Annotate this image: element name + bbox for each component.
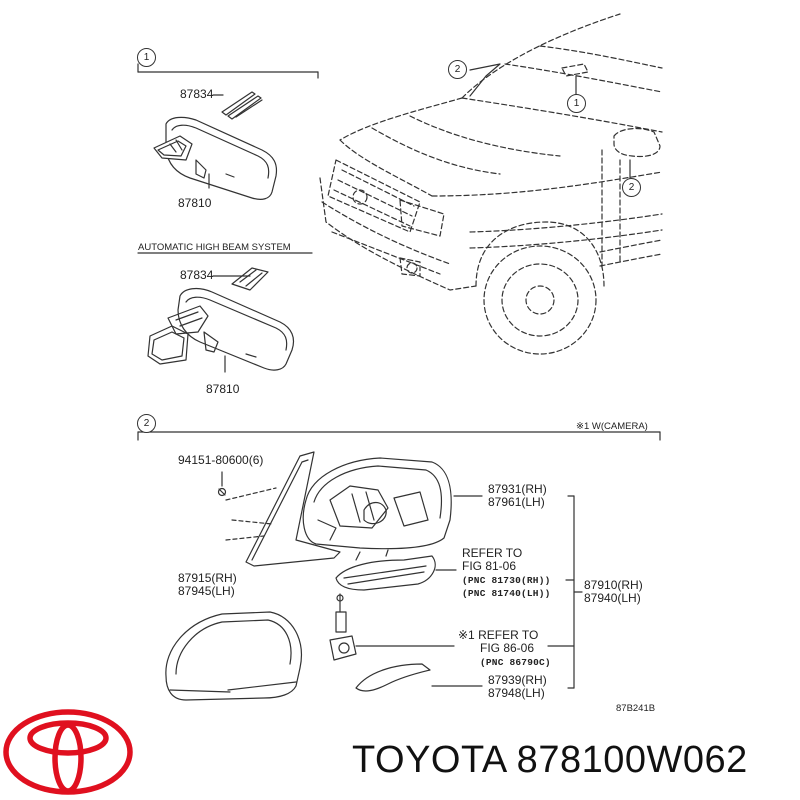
assembly-lh-part-number: 87940(LH) xyxy=(584,591,641,605)
turn-signal-lamp-part xyxy=(335,549,457,591)
assembly-rh-part-number: 87910(RH) xyxy=(584,578,643,592)
part-number-87834-2: 87834 xyxy=(180,268,214,282)
section1-bracket-line xyxy=(137,63,319,79)
brand-part-title: TOYOTA 878100W062 xyxy=(352,739,748,781)
camera-refer-to: ※1 REFER TO xyxy=(458,628,539,642)
part-number-87810-2: 87810 xyxy=(206,382,240,396)
camera-mirror-part xyxy=(147,287,295,373)
camera-refer-pnc: (PNC 86790C) xyxy=(480,657,551,668)
toyota-logo-icon xyxy=(3,709,133,795)
screw-part xyxy=(217,471,227,497)
cover-lh-part-number: 87945(LH) xyxy=(178,584,235,598)
vehicle-badge-side: 2 xyxy=(622,178,641,197)
lower-garnish-part xyxy=(355,663,483,692)
vehicle-leaders xyxy=(469,63,631,179)
screw-part-number: 94151-80600(6) xyxy=(178,453,264,467)
glass-rh-part-number: 87931(RH) xyxy=(488,482,547,496)
mirror-cover-part xyxy=(165,611,302,701)
mirror-glass-part xyxy=(225,451,341,567)
vehicle-badge-mirror: 2 xyxy=(448,60,467,79)
cover-rh-part-number: 87915(RH) xyxy=(178,571,237,585)
assembly-bracket xyxy=(547,495,583,689)
lamp-refer-pnc-rh: (PNC 81730(RH)) xyxy=(462,575,551,586)
section2-badge: 2 xyxy=(137,414,156,433)
section1-subtitle: AUTOMATIC HIGH BEAM SYSTEM xyxy=(138,242,291,253)
lamp-refer-to: REFER TO xyxy=(462,546,523,560)
mirror-housing-part xyxy=(302,457,452,550)
lamp-refer-fig: FIG 81-06 xyxy=(462,559,517,573)
garnish-rh-part-number: 87939(RH) xyxy=(488,673,547,687)
part-number-87834: 87834 xyxy=(180,87,214,101)
bracket-clip-part-2 xyxy=(212,267,269,291)
drawing-code: 87B241B xyxy=(616,703,656,714)
glass-lh-part-number: 87961(LH) xyxy=(488,495,545,509)
rearview-mirror-part xyxy=(153,116,278,200)
section1-badge: 1 xyxy=(137,48,156,67)
section2-bracket-line xyxy=(137,431,661,441)
vehicle-badge-inner-mirror: 1 xyxy=(567,94,586,113)
lamp-refer-pnc-lh: (PNC 81740(LH)) xyxy=(462,588,551,599)
vehicle-outline xyxy=(339,13,663,271)
side-camera-part xyxy=(329,593,455,661)
camera-refer-fig: FIG 86-06 xyxy=(480,641,535,655)
camera-note: ※1 W(CAMERA) xyxy=(576,421,648,432)
bracket-clip-part xyxy=(212,91,263,120)
vehicle-front xyxy=(319,63,661,355)
part-number-87810: 87810 xyxy=(178,196,212,210)
garnish-lh-part-number: 87948(LH) xyxy=(488,686,545,700)
